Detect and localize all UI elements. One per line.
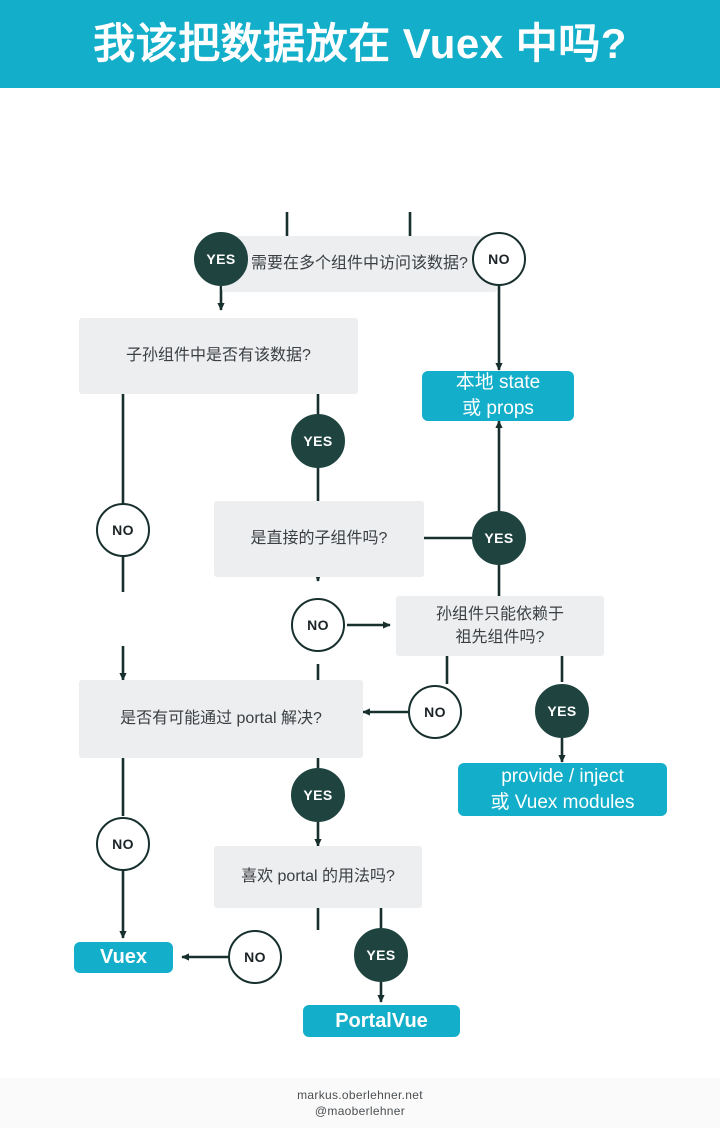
decision-node-no-5: NO [96, 817, 150, 871]
question-box-3: 是直接的子组件吗? [214, 501, 424, 577]
question-text-line-1: 孙组件只能依赖于 [435, 605, 564, 623]
result-text: Vuex [99, 946, 148, 968]
decision-node-no-4: NO [408, 685, 462, 739]
result-box-portalvue: PortalVue [303, 1005, 460, 1037]
result-box-local-state: 本地 state 或 props [422, 371, 574, 421]
result-text: PortalVue [335, 1009, 428, 1032]
decision-node-yes-2: YES [291, 414, 345, 468]
question-box-6: 喜欢 portal 的用法吗? [214, 846, 422, 908]
decision-node-yes-4: YES [535, 684, 589, 738]
question-box-2: 子孙组件中是否有该数据? [79, 318, 358, 394]
node-label: NO [307, 617, 329, 633]
question-text: 是直接的子组件吗? [250, 530, 388, 548]
result-text-line-2: 或 Vuex modules [490, 791, 635, 813]
node-label: YES [303, 433, 333, 449]
node-label: YES [547, 703, 577, 719]
question-text: 是否有可能通过 portal 解决? [120, 710, 322, 728]
question-box-5: 是否有可能通过 portal 解决? [79, 680, 363, 758]
footer: markus.oberlehner.net @maoberlehner [0, 1078, 720, 1128]
node-label: NO [488, 251, 510, 267]
node-label: YES [303, 787, 333, 803]
node-label: NO [424, 704, 446, 720]
question-box-4: 孙组件只能依赖于 祖先组件吗? [396, 596, 604, 656]
decision-node-no-2: NO [96, 503, 150, 557]
node-label: YES [366, 947, 396, 963]
question-text: 子孙组件中是否有该数据? [126, 347, 311, 365]
decision-node-no-3: NO [291, 598, 345, 652]
connector-lines [119, 212, 566, 1003]
decision-node-yes-6: YES [354, 928, 408, 982]
question-text-line-2: 祖先组件吗? [455, 629, 545, 646]
node-label: NO [112, 836, 134, 852]
result-text-line-2: 或 props [462, 398, 534, 419]
decision-node-no-1: NO [472, 232, 526, 286]
question-text: 需要在多个组件中访问该数据? [251, 255, 468, 273]
result-box-provide-inject: provide / inject 或 Vuex modules [458, 763, 667, 816]
result-text-line-1: 本地 state [455, 372, 541, 394]
header-banner: 我该把数据放在 Vuex 中吗? [0, 0, 720, 88]
decision-node-no-6: NO [228, 930, 282, 984]
result-box-vuex: Vuex [74, 942, 173, 973]
result-text-line-1: provide / inject [501, 765, 624, 787]
decision-node-yes-3: YES [472, 511, 526, 565]
decision-node-yes-1: YES [194, 232, 248, 286]
node-label: NO [244, 949, 266, 965]
flowchart-canvas: 需要在多个组件中访问该数据? 子孙组件中是否有该数据? 是直接的子组件吗? 孙组… [0, 88, 720, 1078]
footer-handle: @maoberlehner [314, 1104, 406, 1118]
question-text: 喜欢 portal 的用法吗? [241, 868, 395, 886]
decision-node-yes-5: YES [291, 768, 345, 822]
question-box-1: 需要在多个组件中访问该数据? [222, 236, 497, 292]
footer-site: markus.oberlehner.net [297, 1087, 423, 1102]
node-label: YES [484, 530, 514, 546]
node-label: YES [206, 251, 236, 267]
page-title: 我该把数据放在 Vuex 中吗? [93, 20, 627, 67]
node-label: NO [112, 522, 134, 538]
